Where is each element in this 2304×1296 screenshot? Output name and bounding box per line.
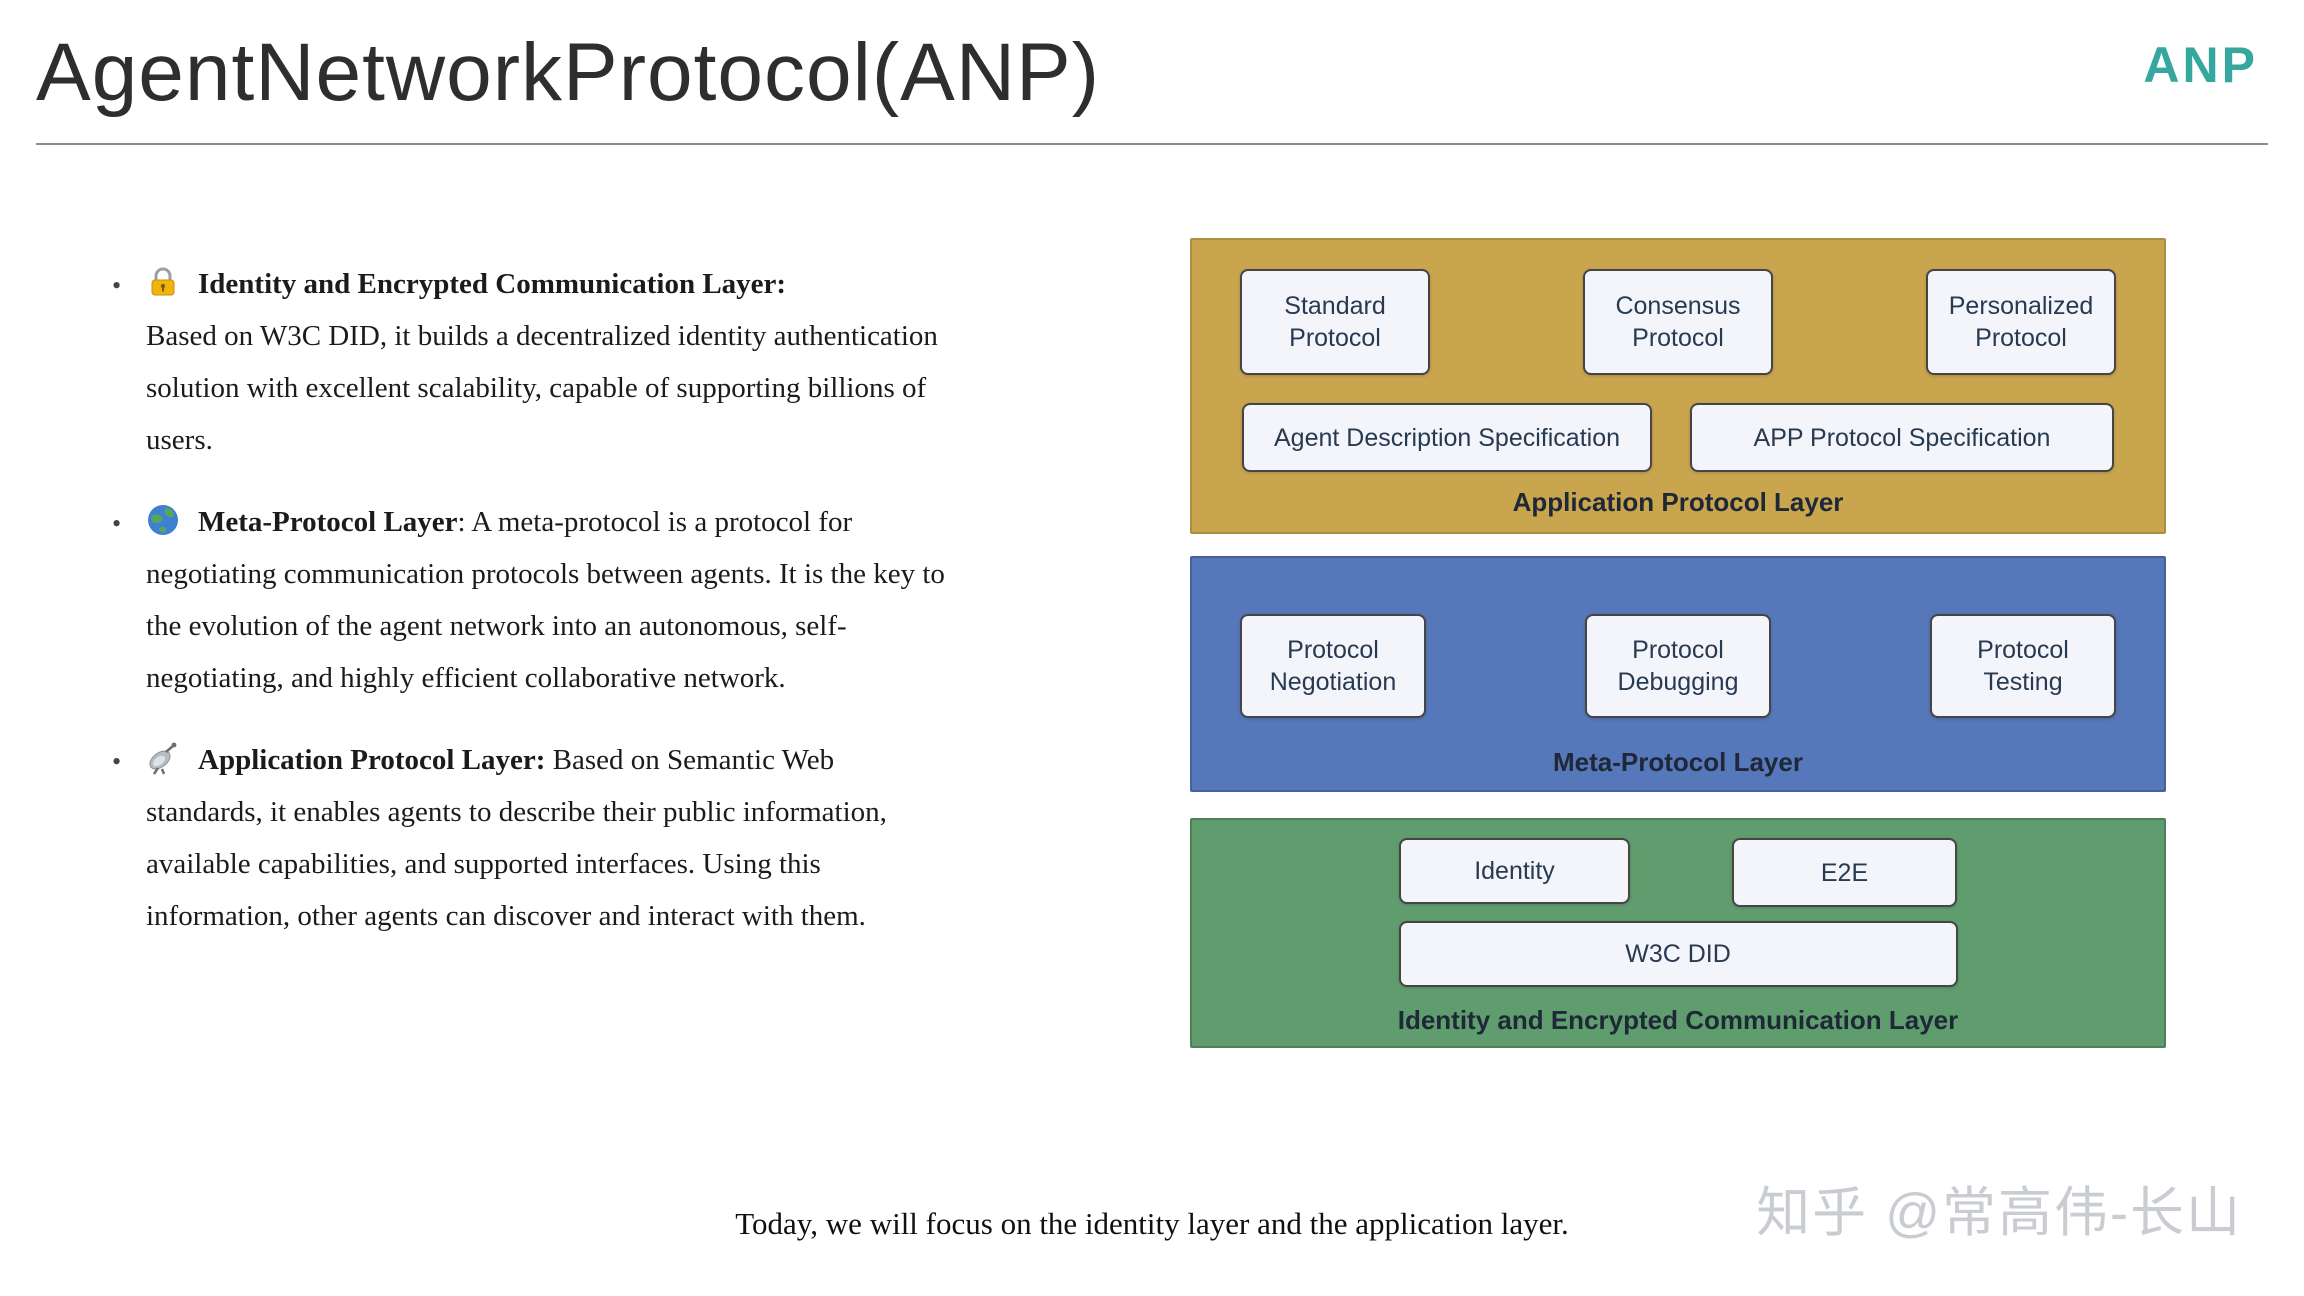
bullet-heading: Application Protocol Layer: (198, 744, 546, 776)
meta-layer-row1: Protocol Negotiation Protocol Debugging … (1240, 614, 2116, 718)
bullet-body: Based on W3C DID, it builds a decentrali… (146, 320, 938, 456)
globe-icon (146, 503, 184, 537)
bullet-heading: Meta-Protocol Layer (198, 506, 458, 538)
box-e2e: E2E (1732, 838, 1957, 907)
satellite-icon (146, 741, 184, 775)
application-layer-row2: Agent Description Specification APP Prot… (1192, 403, 2164, 472)
box-protocol-debugging: Protocol Debugging (1585, 614, 1771, 718)
box-protocol-negotiation: Protocol Negotiation (1240, 614, 1426, 718)
box-consensus-protocol: Consensus Protocol (1583, 269, 1773, 375)
meta-layer-label: Meta-Protocol Layer (1553, 747, 1803, 777)
anp-logo: ANP (2143, 37, 2258, 93)
box-agent-description-specification: Agent Description Specification (1242, 403, 1652, 472)
bullet-item-identity-layer: Identity and Encrypted Communication Lay… (112, 258, 962, 466)
box-protocol-testing: Protocol Testing (1930, 614, 2116, 718)
footer-text: Today, we will focus on the identity lay… (735, 1206, 1569, 1241)
bullet-marker (112, 258, 146, 466)
bullet-body: : A meta-protocol is a protocol for nego… (146, 506, 945, 694)
box-standard-protocol: Standard Protocol (1240, 269, 1430, 375)
title-divider (36, 143, 2268, 145)
bullet-item-application-protocol-layer: Application Protocol Layer: Based on Sem… (112, 734, 962, 942)
layer-identity-encrypted-communication: Identity E2E W3C DID Identity and Encryp… (1190, 818, 2166, 1048)
box-w3c-did: W3C DID (1398, 921, 1958, 987)
page-title: AgentNetworkProtocol(ANP) (36, 27, 1101, 118)
bullet-content: Meta-Protocol Layer: A meta-protocol is … (146, 496, 946, 704)
box-identity: Identity (1399, 838, 1630, 904)
bullet-heading: Identity and Encrypted Communication Lay… (198, 268, 787, 300)
bullet-item-meta-protocol-layer: Meta-Protocol Layer: A meta-protocol is … (112, 496, 962, 704)
identity-layer-row2: W3C DID (1192, 921, 2164, 987)
bullet-body: Based on Semantic Web standards, it enab… (146, 744, 887, 932)
identity-layer-label: Identity and Encrypted Communication Lay… (1397, 1005, 1959, 1035)
application-layer-row1: Standard Protocol Consensus Protocol Per… (1240, 269, 2116, 375)
bullet-list: Identity and Encrypted Communication Lay… (112, 258, 962, 972)
bullet-marker (112, 496, 146, 704)
architecture-diagram: Standard Protocol Consensus Protocol Per… (1190, 238, 2166, 1048)
identity-layer-row1: Identity E2E (1192, 838, 2164, 907)
layer-meta-protocol: Protocol Negotiation Protocol Debugging … (1190, 556, 2166, 792)
layer-application-protocol: Standard Protocol Consensus Protocol Per… (1190, 238, 2166, 534)
lock-icon (146, 265, 184, 299)
box-app-protocol-specification: APP Protocol Specification (1690, 403, 2114, 472)
watermark: 知乎 @常高伟-长山 (1756, 1183, 2242, 1243)
bullet-content: Application Protocol Layer: Based on Sem… (146, 734, 946, 942)
box-personalized-protocol: Personalized Protocol (1926, 269, 2116, 375)
bullet-marker (112, 734, 146, 942)
application-layer-label: Application Protocol Layer (1512, 487, 1844, 517)
bullet-content: Identity and Encrypted Communication Lay… (146, 258, 946, 466)
